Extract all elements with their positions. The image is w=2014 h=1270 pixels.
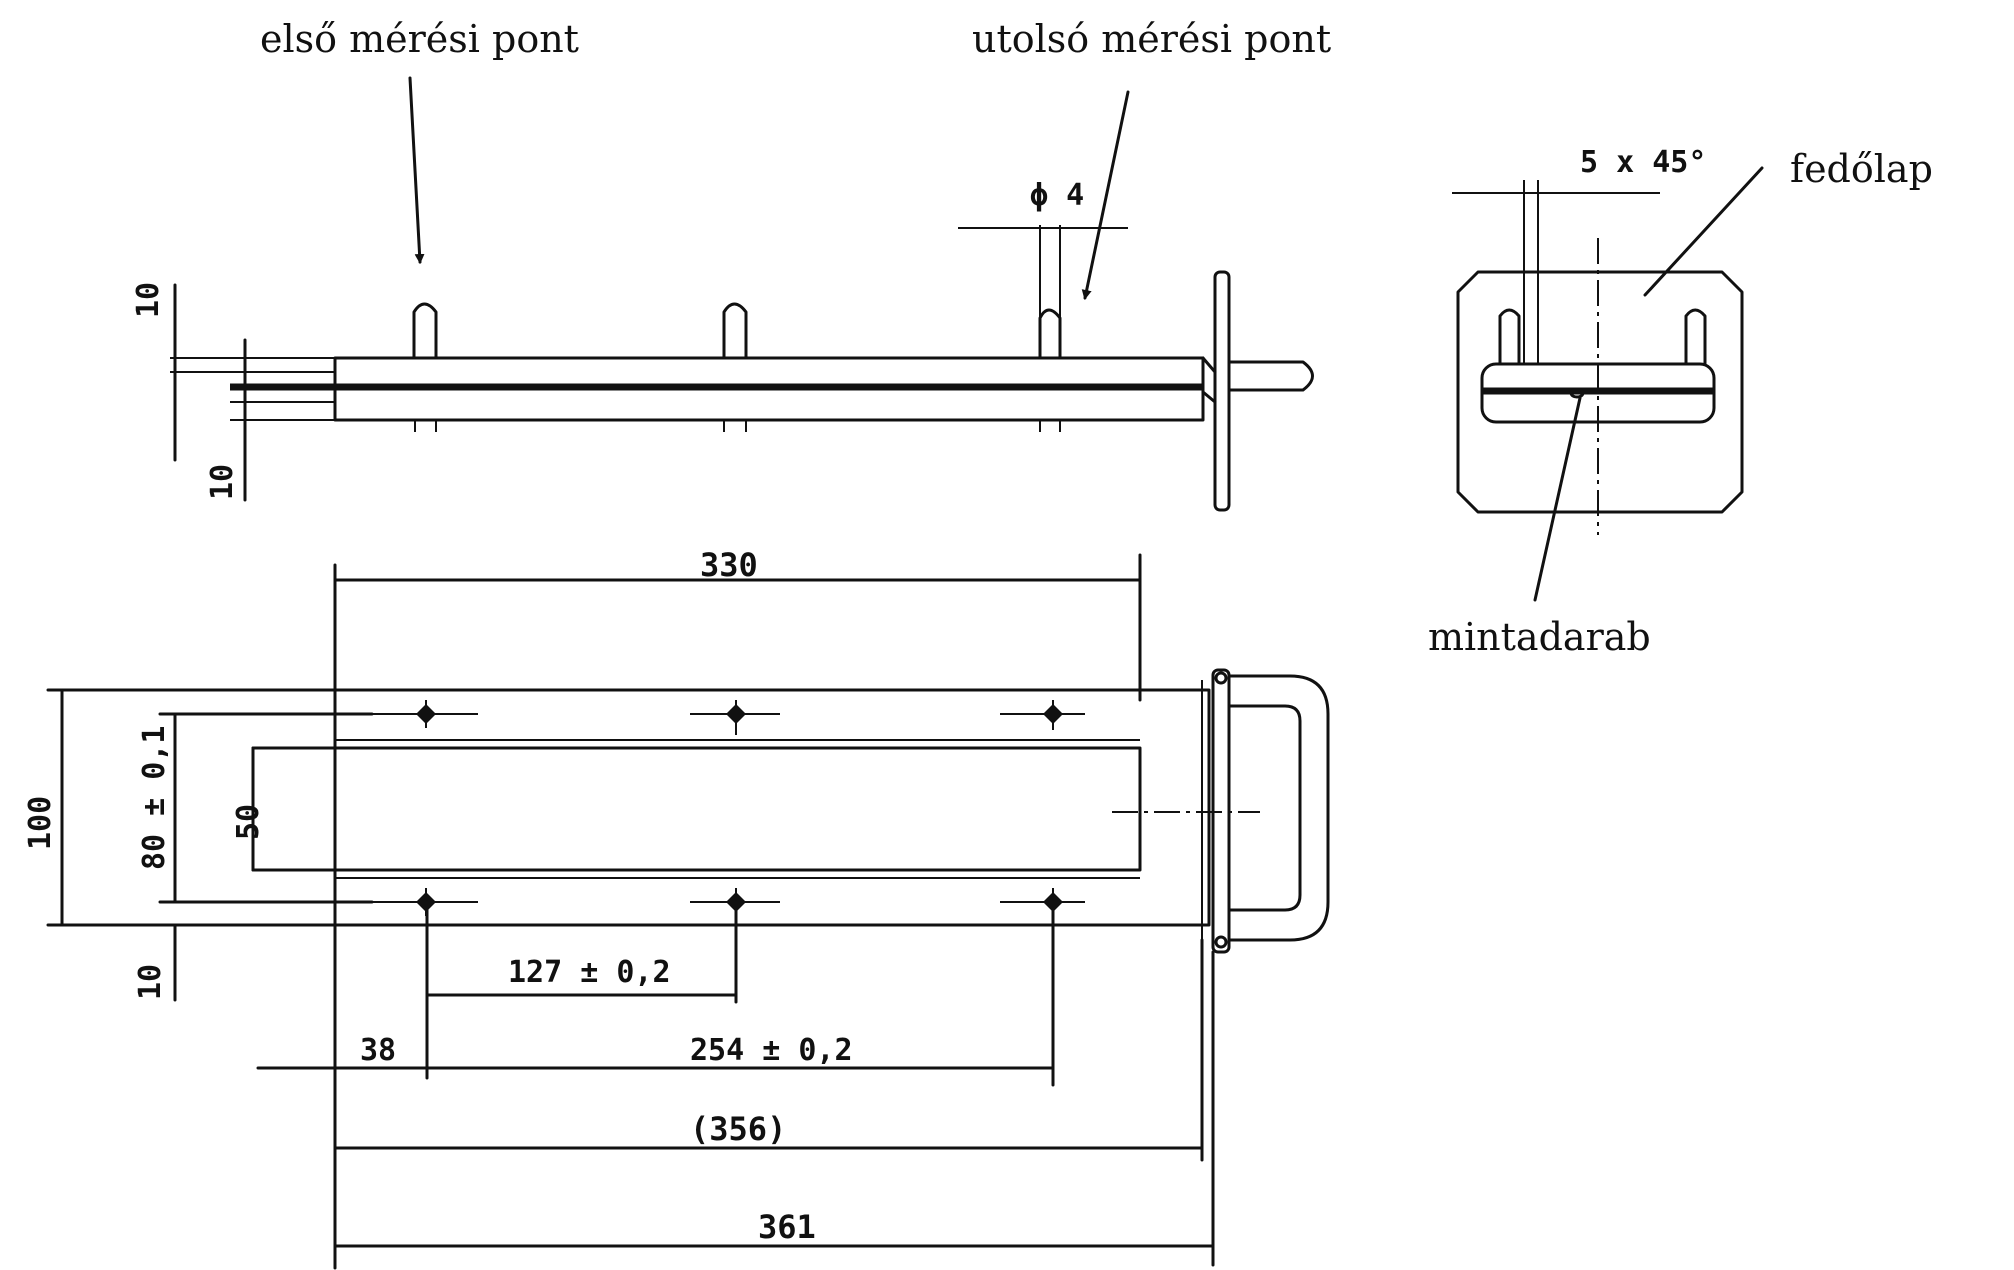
measure-point-bottom-3: [1000, 888, 1085, 916]
cross-section-view: [1452, 166, 1764, 602]
label-last-point: utolsó mérési pont: [972, 17, 1331, 61]
measure-point-top-3: [1000, 700, 1085, 730]
dim-text-254: 254 ± 0,2: [690, 1033, 853, 1068]
dim-text-330: 330: [700, 546, 758, 584]
measuring-pin-1: [412, 302, 438, 360]
label-first-point: első mérési pont: [260, 17, 579, 61]
dim-text-38: 38: [360, 1033, 396, 1068]
dim-text-100: 100: [23, 796, 58, 850]
leader-last-point: [1081, 90, 1130, 300]
plan-inner: [251, 746, 1142, 872]
leader-specimen: [1533, 396, 1582, 602]
handle: [1227, 360, 1314, 392]
measuring-pin-3: [1038, 308, 1062, 360]
plan-handle: [1227, 674, 1330, 942]
measure-point-bottom-1: [372, 888, 478, 916]
end-plate: [1213, 270, 1231, 512]
dim-text-50: 50: [231, 804, 266, 840]
leader-first-point: [408, 76, 425, 264]
dim-text-127: 127 ± 0,2: [508, 955, 671, 990]
dim-text-80: 80 ± 0,1: [137, 726, 172, 871]
dim-text-10-mid: 10: [205, 464, 240, 500]
dim-text-10-top: 10: [131, 282, 166, 318]
dim-text-phi4: ϕ 4: [1030, 178, 1084, 213]
label-specimen: mintadarab: [1428, 615, 1651, 659]
cover-plate-outline: [1456, 270, 1744, 514]
side-view: [170, 76, 1314, 512]
leader-cover-plate: [1643, 166, 1764, 297]
measure-point-top-1: [372, 700, 478, 728]
label-cover-plate: fedőlap: [1790, 147, 1933, 191]
dim-text-361: 361: [758, 1208, 816, 1246]
dim-text-chamfer: 5 x 45°: [1580, 145, 1706, 180]
measure-point-top-2: [690, 700, 780, 735]
measuring-pin-2: [722, 302, 748, 360]
plan-view: [46, 553, 1330, 1270]
dim-text-10-low: 10: [133, 964, 168, 1000]
dim-text-356: (356): [690, 1110, 786, 1148]
